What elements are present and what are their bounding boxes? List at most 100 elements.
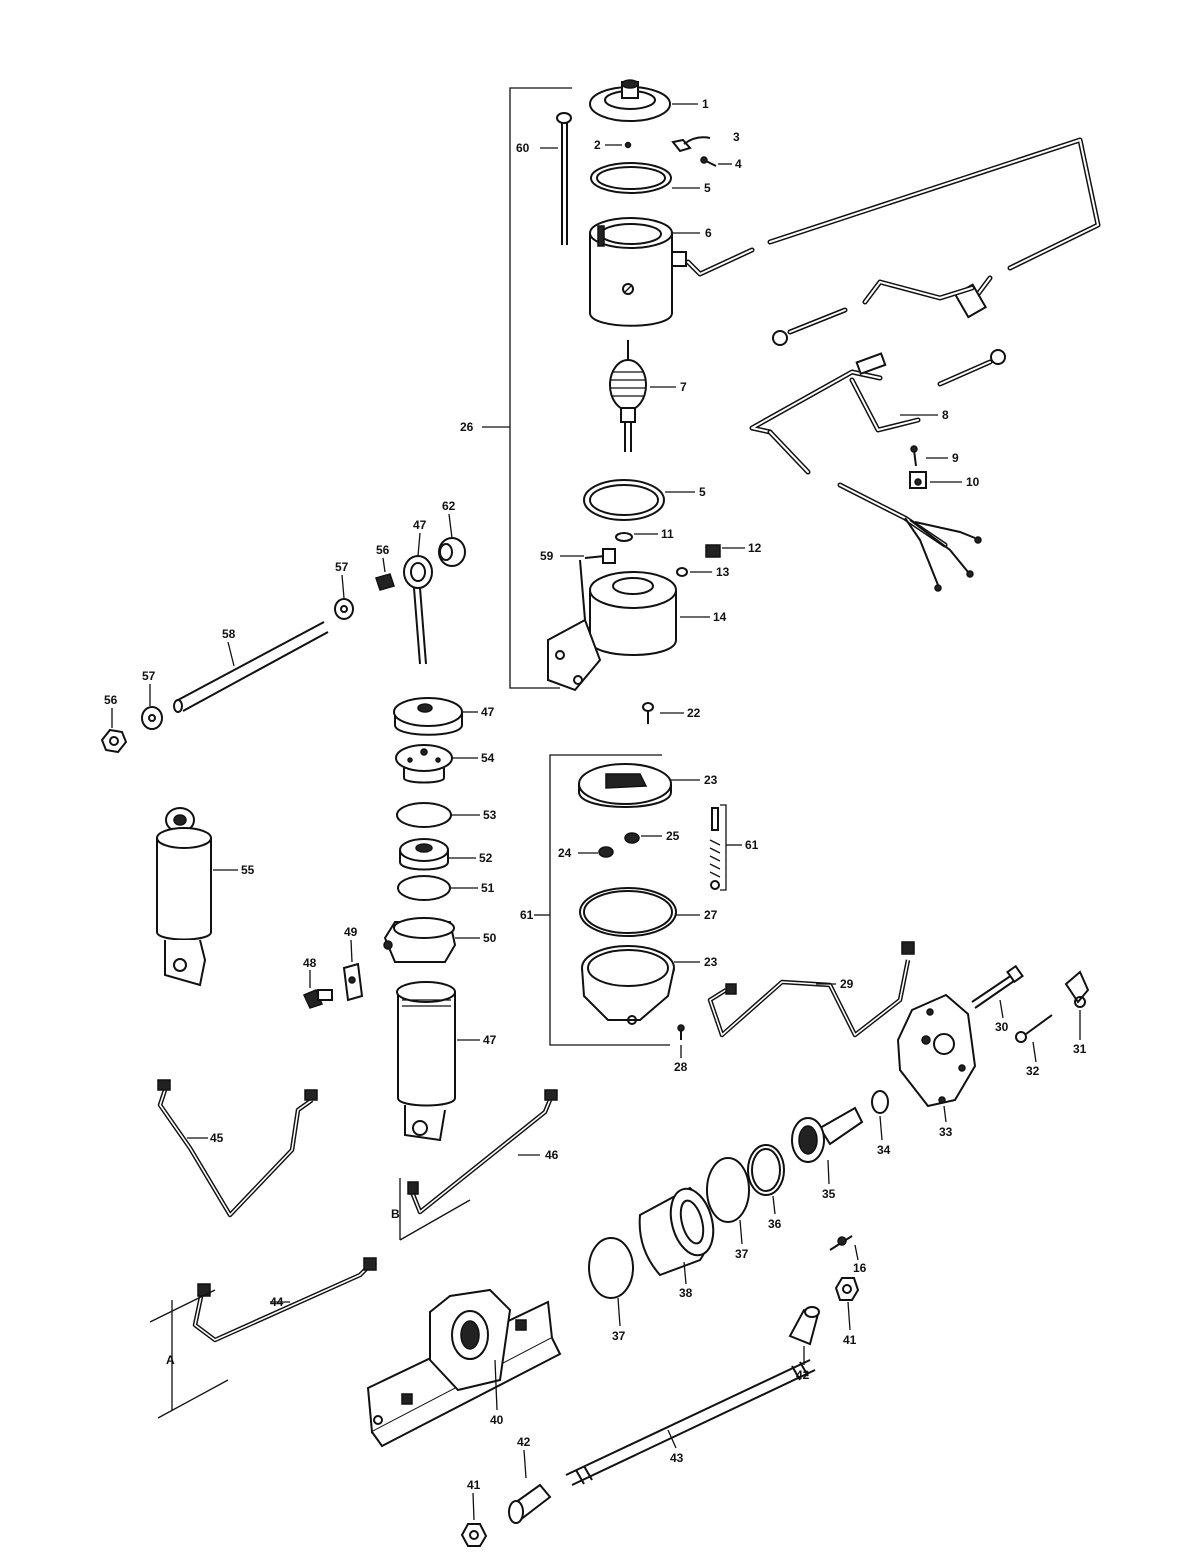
part-51-o-ring [397,875,478,901]
part-60-through-bolt [540,112,572,245]
part-16-pin [829,1235,859,1261]
part-1-end-cap [589,79,698,122]
label-10: 10 [966,475,980,489]
label-5-lower: 5 [699,485,706,499]
part-23-valve-body-upper [578,763,700,808]
label-37-left: 37 [612,1329,626,1343]
label-16: 16 [853,1261,867,1275]
label-4: 4 [735,157,742,171]
label-34: 34 [877,1143,891,1157]
part-52-piston [399,838,476,871]
part-5-o-ring-upper [590,162,700,194]
label-36: 36 [768,1217,782,1231]
part-49-bracket [342,939,364,1002]
label-29: 29 [840,977,854,991]
reference-bracket-b [399,1178,471,1241]
label-1: 1 [702,97,709,111]
part-25-check-ball [624,832,662,844]
label-40: 40 [490,1413,504,1427]
part-27-o-ring [579,887,700,937]
label-56-upper: 56 [376,543,390,557]
wire-harness-upper [685,137,1101,346]
part-22-bolt [642,702,684,724]
label-49: 49 [344,925,358,939]
part-48-fitting [302,970,333,1009]
part-37-o-ring-right [706,1157,750,1245]
label-62: 62 [442,499,456,513]
part-45-hydraulic-line [157,1079,318,1218]
part-56-nut-upper [375,557,395,591]
label-41-left: 41 [467,1478,481,1492]
part-56-nut-lower [100,708,128,754]
part-34-seal [871,1090,889,1141]
part-42-bushing-right [788,1306,820,1365]
label-41-right: 41 [843,1333,857,1347]
label-43: 43 [670,1451,684,1465]
part-47-cap [393,697,478,736]
part-61-spring [709,807,721,890]
label-23-lower: 23 [704,955,718,969]
label-6: 6 [705,226,712,240]
label-58: 58 [222,627,236,641]
label-25: 25 [666,829,680,843]
bracket-61-spring [720,804,742,891]
label-30: 30 [995,1020,1009,1034]
bracket-26 [482,87,572,689]
label-47-body: 47 [483,1033,497,1047]
part-23-valve-body-lower [581,945,700,1025]
part-46-hydraulic-line [407,1089,558,1215]
part-30-bolt [971,964,1024,1019]
label-38: 38 [679,1286,693,1300]
part-28-screw [677,1024,685,1058]
reference-bracket-a [149,1289,229,1419]
label-7: 7 [680,380,687,394]
label-b: B [391,1207,400,1221]
part-6-motor-frame [589,217,700,327]
label-13: 13 [716,565,730,579]
part-number-labels: 1 2 3 4 5 6 60 7 8 9 10 26 5 11 12 13 59… [104,97,1087,1492]
part-32-screw [1015,1014,1053,1063]
label-32: 32 [1026,1064,1040,1078]
label-28: 28 [674,1060,688,1074]
label-31: 31 [1073,1042,1087,1056]
part-3-clip [671,136,711,153]
part-35-drive-shaft-gear [791,1106,864,1185]
label-26: 26 [460,420,474,434]
part-7-armature [609,340,676,452]
part-43-shaft [565,1359,816,1486]
label-53: 53 [483,808,497,822]
label-42-left: 42 [517,1435,531,1449]
part-29-tube [707,941,915,1038]
part-13-o-ring [676,567,712,577]
part-5-o-ring-lower [583,479,695,521]
part-47-shaft-link [403,532,433,665]
label-45: 45 [210,1131,224,1145]
label-57-upper: 57 [335,560,349,574]
label-46: 46 [545,1148,559,1162]
part-38-sleeve [638,1186,715,1285]
part-55-shock-cylinder [156,807,238,987]
label-8: 8 [942,408,949,422]
label-14: 14 [713,610,727,624]
label-52: 52 [479,851,493,865]
part-37-o-ring-left [588,1237,634,1327]
part-59-bolt [560,548,616,564]
label-3: 3 [733,130,740,144]
label-27: 27 [704,908,718,922]
label-59: 59 [540,549,554,563]
part-41-nut-right [834,1277,860,1331]
label-47-cap: 47 [481,705,495,719]
label-44: 44 [270,1295,284,1309]
part-41-nut-left [460,1492,488,1547]
label-57-lower: 57 [142,669,156,683]
part-10-clamp [909,471,962,489]
part-31-bracket [1064,970,1090,1040]
part-40-trim-cylinder-mount [366,1288,562,1448]
label-37-right: 37 [735,1247,749,1261]
part-12-plug [705,544,745,558]
part-57-washer-lower [141,684,163,730]
label-55: 55 [241,863,255,877]
label-5-upper: 5 [704,181,711,195]
label-11: 11 [661,527,674,541]
